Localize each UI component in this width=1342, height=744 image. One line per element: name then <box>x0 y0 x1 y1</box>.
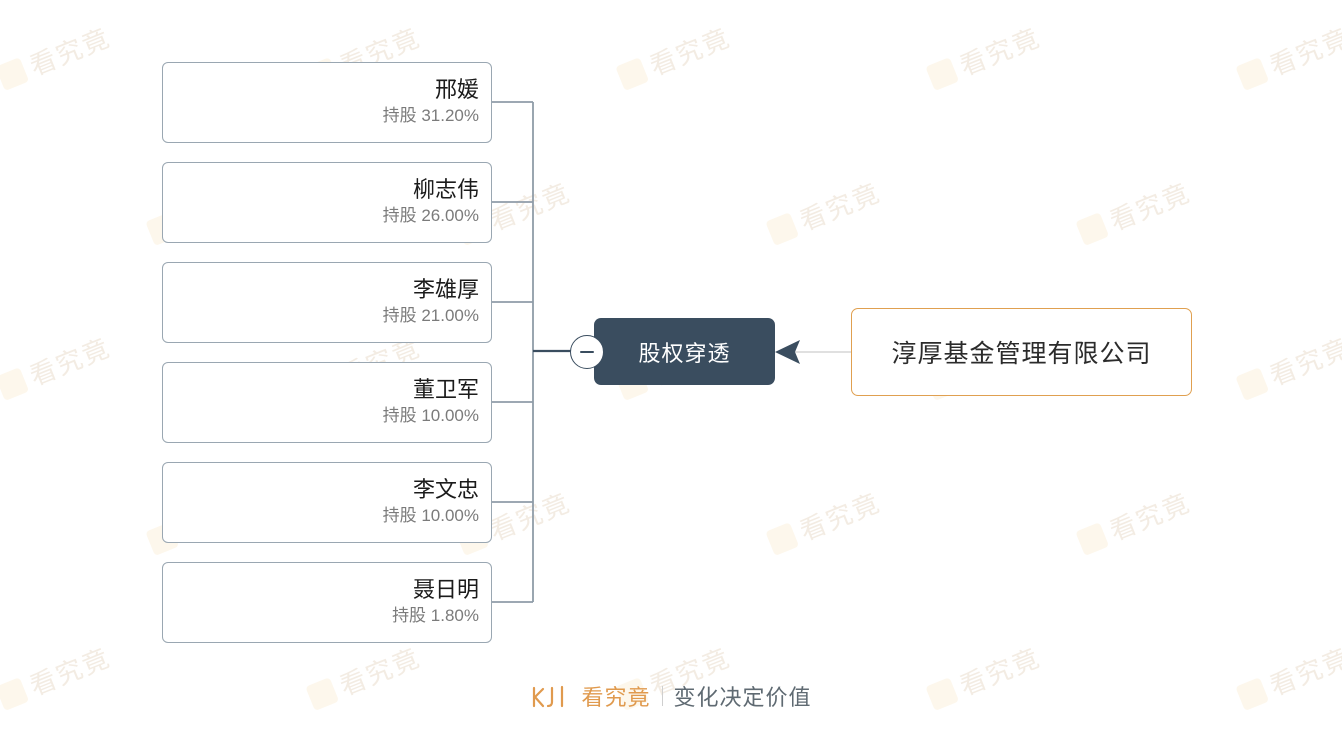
shareholder-stake: 持股 21.00% <box>382 305 479 325</box>
footer-branding: 看究竟 变化决定价值 <box>0 680 1342 712</box>
shareholder-name: 邢媛 <box>434 76 479 102</box>
minus-bar <box>580 350 594 354</box>
company-node[interactable]: 淳厚基金管理有限公司 <box>851 308 1192 396</box>
shareholder-name: 董卫军 <box>412 376 479 402</box>
shareholder-card[interactable]: 董卫军 持股 10.00% <box>162 362 492 443</box>
shareholder-stake: 持股 10.00% <box>382 505 479 525</box>
shareholder-stake: 持股 31.20% <box>382 105 479 125</box>
minus-circle-icon[interactable] <box>570 335 604 369</box>
shareholder-card[interactable]: 邢媛 持股 31.20% <box>162 62 492 143</box>
kjj-logo-icon <box>530 682 570 710</box>
shareholder-card[interactable]: 柳志伟 持股 26.00% <box>162 162 492 243</box>
shareholder-stake: 持股 26.00% <box>382 205 479 225</box>
shareholder-card[interactable]: 李雄厚 持股 21.00% <box>162 262 492 343</box>
shareholder-name: 柳志伟 <box>412 176 479 202</box>
footer-divider <box>661 686 663 706</box>
shareholder-name: 李雄厚 <box>412 276 479 302</box>
shareholder-name: 李文忠 <box>412 476 479 502</box>
shareholder-stake: 持股 1.80% <box>392 605 479 625</box>
company-name: 淳厚基金管理有限公司 <box>891 340 1152 368</box>
shareholder-name: 聂日明 <box>412 576 479 602</box>
shareholder-card[interactable]: 李文忠 持股 10.00% <box>162 462 492 543</box>
footer-slogan-text: 变化决定价值 <box>673 685 812 710</box>
equity-penetration-hub-node[interactable]: 股权穿透 <box>594 318 775 385</box>
shareholder-card[interactable]: 聂日明 持股 1.80% <box>162 562 492 643</box>
footer-brand-text: 看究竟 <box>581 685 651 710</box>
shareholder-stake: 持股 10.00% <box>382 405 479 425</box>
hub-label: 股权穿透 <box>638 340 731 366</box>
